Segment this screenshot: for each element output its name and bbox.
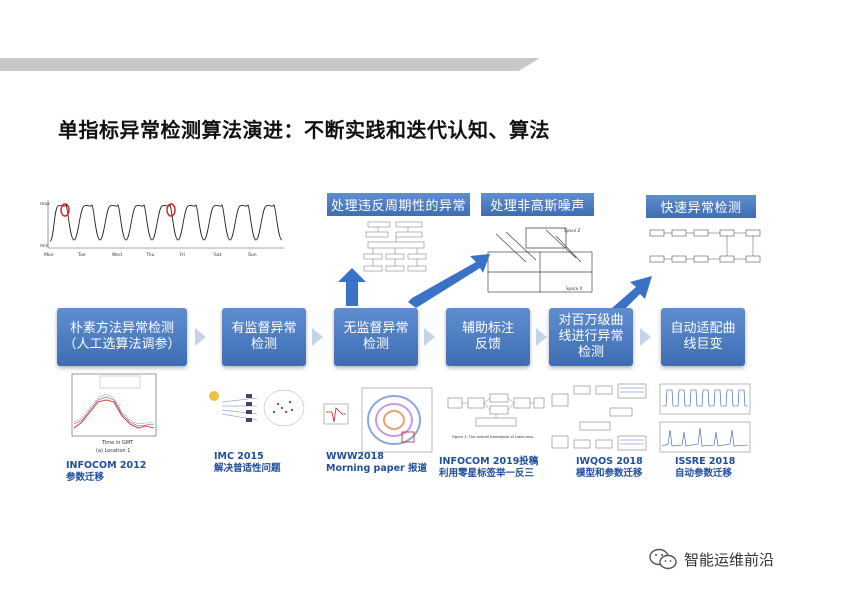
page-title: 单指标异常检测算法演进：不断实践和迭代认知、算法 bbox=[58, 118, 550, 142]
chevron-arrow-icon bbox=[536, 328, 547, 346]
chevron-arrow-icon bbox=[424, 328, 435, 346]
wechat-icon bbox=[649, 548, 677, 570]
x-label-mon: Mon bbox=[44, 252, 54, 258]
chevron-arrow-icon bbox=[195, 328, 206, 346]
stage-label-feedback: 辅助标注 反馈 bbox=[446, 308, 530, 366]
anomaly-marker bbox=[166, 203, 176, 217]
stage-auto-adapt: 自动适配曲 线巨变 bbox=[661, 308, 745, 366]
tag-periodicity-violation: 处理违反周期性的异常 bbox=[327, 193, 470, 216]
iwqos2018-thumbnail bbox=[551, 383, 647, 451]
anomaly-marker bbox=[60, 203, 70, 217]
space-mapping-thumbnail: Space Z Space X bbox=[487, 227, 593, 293]
issre2018-thumbnail bbox=[659, 383, 751, 453]
progress-arrows bbox=[338, 254, 652, 312]
space-z-label: Space Z bbox=[564, 228, 580, 233]
infocom2019-labelless-thumbnail: Figure 1: The overall framework of Label… bbox=[447, 393, 545, 439]
series-line bbox=[49, 204, 283, 242]
imc2015-thumbnail bbox=[209, 389, 305, 427]
x-label-sun: Sun bbox=[248, 252, 257, 258]
tag-fast-detection: 快速异常检测 bbox=[646, 195, 756, 218]
watermark-text: 智能运维前沿 bbox=[684, 550, 775, 569]
citation-infocom2019: INFOCOM 2019投稿利用零星标签举一反三 bbox=[439, 456, 539, 479]
x-label-thu: Thu bbox=[145, 252, 155, 258]
infocom-caption: (a) Location 1 bbox=[96, 448, 130, 454]
chevron-arrow-icon bbox=[640, 328, 651, 346]
chevron-arrow-icon bbox=[312, 328, 323, 346]
periodic-timeseries-chart: max min Mon Tue Wed Thu Fri Sat Sun bbox=[40, 196, 288, 260]
y-label-min: min bbox=[40, 243, 49, 249]
stage-million-scale: 对百万级曲 线进行异常 检测 bbox=[549, 308, 633, 366]
www2018-thumbnail bbox=[323, 387, 433, 453]
labelless-caption: Figure 1: The overall framework of Label… bbox=[452, 435, 534, 439]
wechat-watermark: 智能运维前沿 bbox=[648, 548, 774, 570]
stage-naive-detection: 朴素方法异常检测 （人工选算法调参） bbox=[57, 308, 187, 366]
fast-detection-flow-thumbnail bbox=[649, 229, 761, 263]
tag-non-gaussian-noise: 处理非高斯噪声 bbox=[481, 193, 594, 216]
header-decor-bar bbox=[0, 58, 540, 71]
stage-supervised: 有监督异常 检测 bbox=[222, 308, 306, 366]
donut-architecture-thumbnail bbox=[363, 221, 427, 272]
stage-unsupervised: 无监督异常 检测 bbox=[334, 308, 418, 366]
x-label-tue: Tue bbox=[77, 252, 86, 258]
infocom2012-chart-thumbnail: Time in GMT (a) Location 1 bbox=[71, 373, 157, 454]
space-x-label: Space X bbox=[566, 286, 582, 291]
x-label-sat: Sat bbox=[214, 252, 222, 258]
infocom-x-axis-label: Time in GMT bbox=[101, 440, 134, 446]
x-label-fri: Fri bbox=[180, 252, 185, 258]
y-label-max: max bbox=[40, 202, 50, 207]
x-label-wed: Wed bbox=[112, 252, 122, 258]
